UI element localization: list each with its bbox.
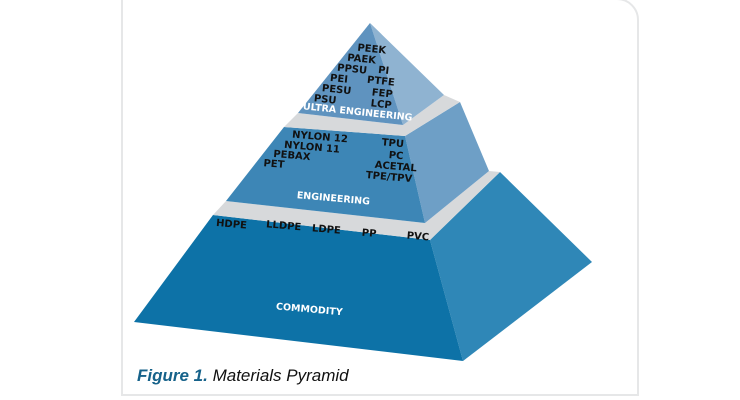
material-label: LDPE bbox=[311, 223, 341, 236]
material-label: TPU bbox=[381, 137, 404, 150]
ultra-front-face bbox=[298, 23, 403, 125]
commodity-front-face bbox=[134, 215, 463, 361]
separator-band bbox=[213, 171, 500, 240]
commodity-side-face bbox=[430, 172, 592, 361]
material-label: NYLON 12 bbox=[292, 129, 349, 145]
material-label: PESU bbox=[321, 83, 351, 97]
material-label: PPSU bbox=[337, 63, 368, 77]
material-label: PEI bbox=[329, 73, 348, 86]
ultra-side-face bbox=[370, 23, 444, 125]
material-label: PP bbox=[361, 228, 377, 240]
separator-band bbox=[284, 95, 460, 136]
material-label: PEEK bbox=[357, 43, 388, 57]
material-label: NYLON 11 bbox=[284, 140, 341, 156]
material-label: PC bbox=[388, 150, 404, 162]
material-label: PAEK bbox=[347, 53, 378, 67]
material-label: PEBAX bbox=[273, 149, 311, 163]
figure-number: Figure 1. bbox=[137, 366, 208, 385]
material-label: LLDPE bbox=[266, 219, 302, 233]
material-label: TPE/TPV bbox=[365, 170, 413, 185]
figure-caption: Figure 1. Materials Pyramid bbox=[137, 366, 349, 386]
figure-title: Materials Pyramid bbox=[212, 366, 349, 385]
material-label: ACETAL bbox=[374, 160, 417, 175]
material-label: PET bbox=[263, 158, 285, 171]
material-label: FEP bbox=[371, 87, 393, 100]
engineering-front-face bbox=[226, 127, 425, 223]
material-label: HDPE bbox=[216, 218, 248, 232]
material-label: PI bbox=[378, 65, 390, 77]
material-label: LCP bbox=[370, 98, 392, 111]
material-label: PVC bbox=[406, 231, 429, 244]
material-label: PTFE bbox=[366, 75, 395, 89]
engineering-side-face bbox=[405, 102, 489, 223]
material-label: PSU bbox=[313, 93, 337, 106]
figure-card bbox=[121, 0, 639, 396]
